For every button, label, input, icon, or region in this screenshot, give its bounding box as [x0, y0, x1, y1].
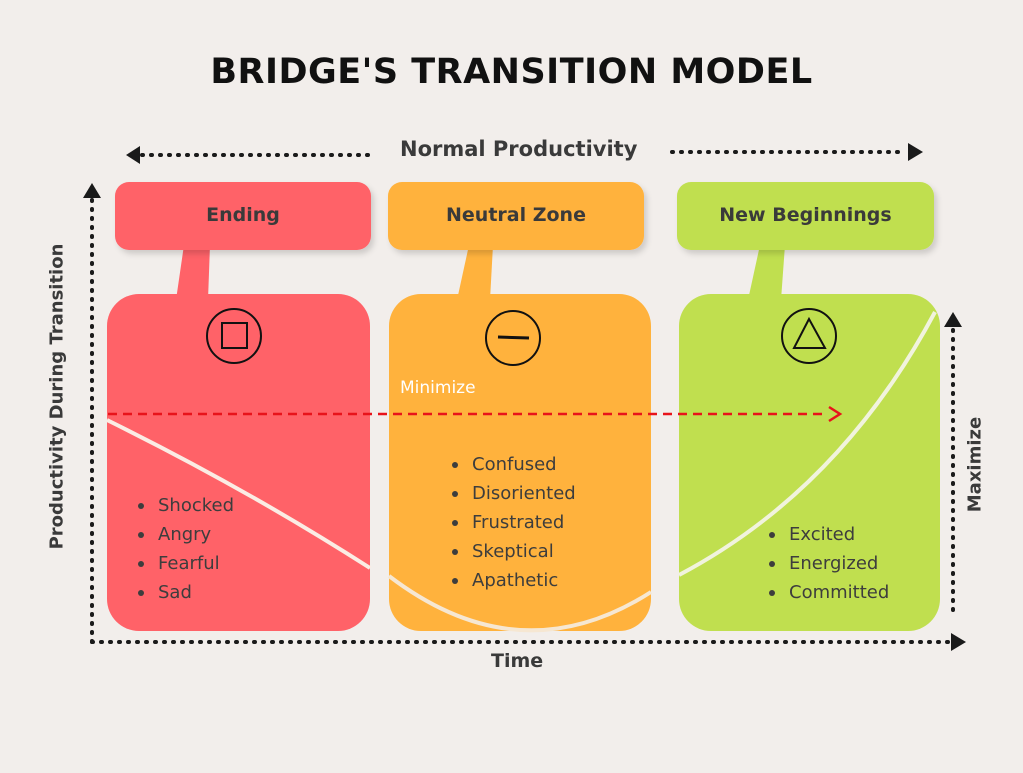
neutral-zone-card [389, 294, 651, 631]
ending-tag [115, 182, 371, 250]
new-beginnings-curve [678, 311, 937, 577]
time-axis-label: Time [491, 650, 544, 672]
new-beginnings-tag [677, 182, 934, 250]
normal-productivity-label: Normal Productivity [400, 137, 638, 161]
page-title: BRIDGE'S TRANSITION MODEL [210, 52, 813, 92]
maximize-arrow [944, 312, 962, 614]
list-item: Disoriented [450, 479, 576, 508]
neutral-zone-phase [387, 182, 653, 633]
list-item: Confused [450, 450, 576, 479]
new-beginnings-label: New Beginnings [719, 204, 892, 226]
ending-icon-circle [206, 308, 262, 364]
y-axis [83, 183, 101, 644]
minimize-dashed-arrow [108, 405, 843, 423]
new-beginnings-card [679, 294, 940, 631]
new-beginnings-icon-circle [781, 308, 837, 364]
normal-productivity-arrows [126, 143, 923, 164]
list-item: Shocked [136, 491, 234, 520]
list-item: Fearful [136, 549, 234, 578]
list-item: Committed [767, 578, 889, 607]
list-item: Apathetic [450, 566, 576, 595]
ending-feelings-list: Shocked Angry Fearful Sad [136, 491, 234, 607]
ending-label: Ending [206, 204, 280, 226]
neutral-zone-feelings-list: Confused Disoriented Frustrated Skeptica… [450, 450, 576, 595]
list-item: Skeptical [450, 537, 576, 566]
list-item: Frustrated [450, 508, 576, 537]
ending-phase [106, 182, 372, 631]
neutral-zone-label: Neutral Zone [446, 204, 586, 226]
new-beginnings-phase [677, 182, 940, 631]
list-item: Angry [136, 520, 234, 549]
ending-card [107, 294, 370, 631]
list-item: Excited [767, 520, 889, 549]
list-item: Energized [767, 549, 889, 578]
neutral-zone-curve [387, 574, 653, 633]
list-item: Sad [136, 578, 234, 607]
neutral-zone-icon-circle [485, 310, 541, 366]
minimize-label: Minimize [400, 378, 476, 398]
new-beginnings-feelings-list: Excited Energized Committed [767, 520, 889, 607]
ending-curve [106, 418, 372, 570]
neutral-zone-tag [388, 182, 644, 250]
x-axis [90, 633, 966, 651]
